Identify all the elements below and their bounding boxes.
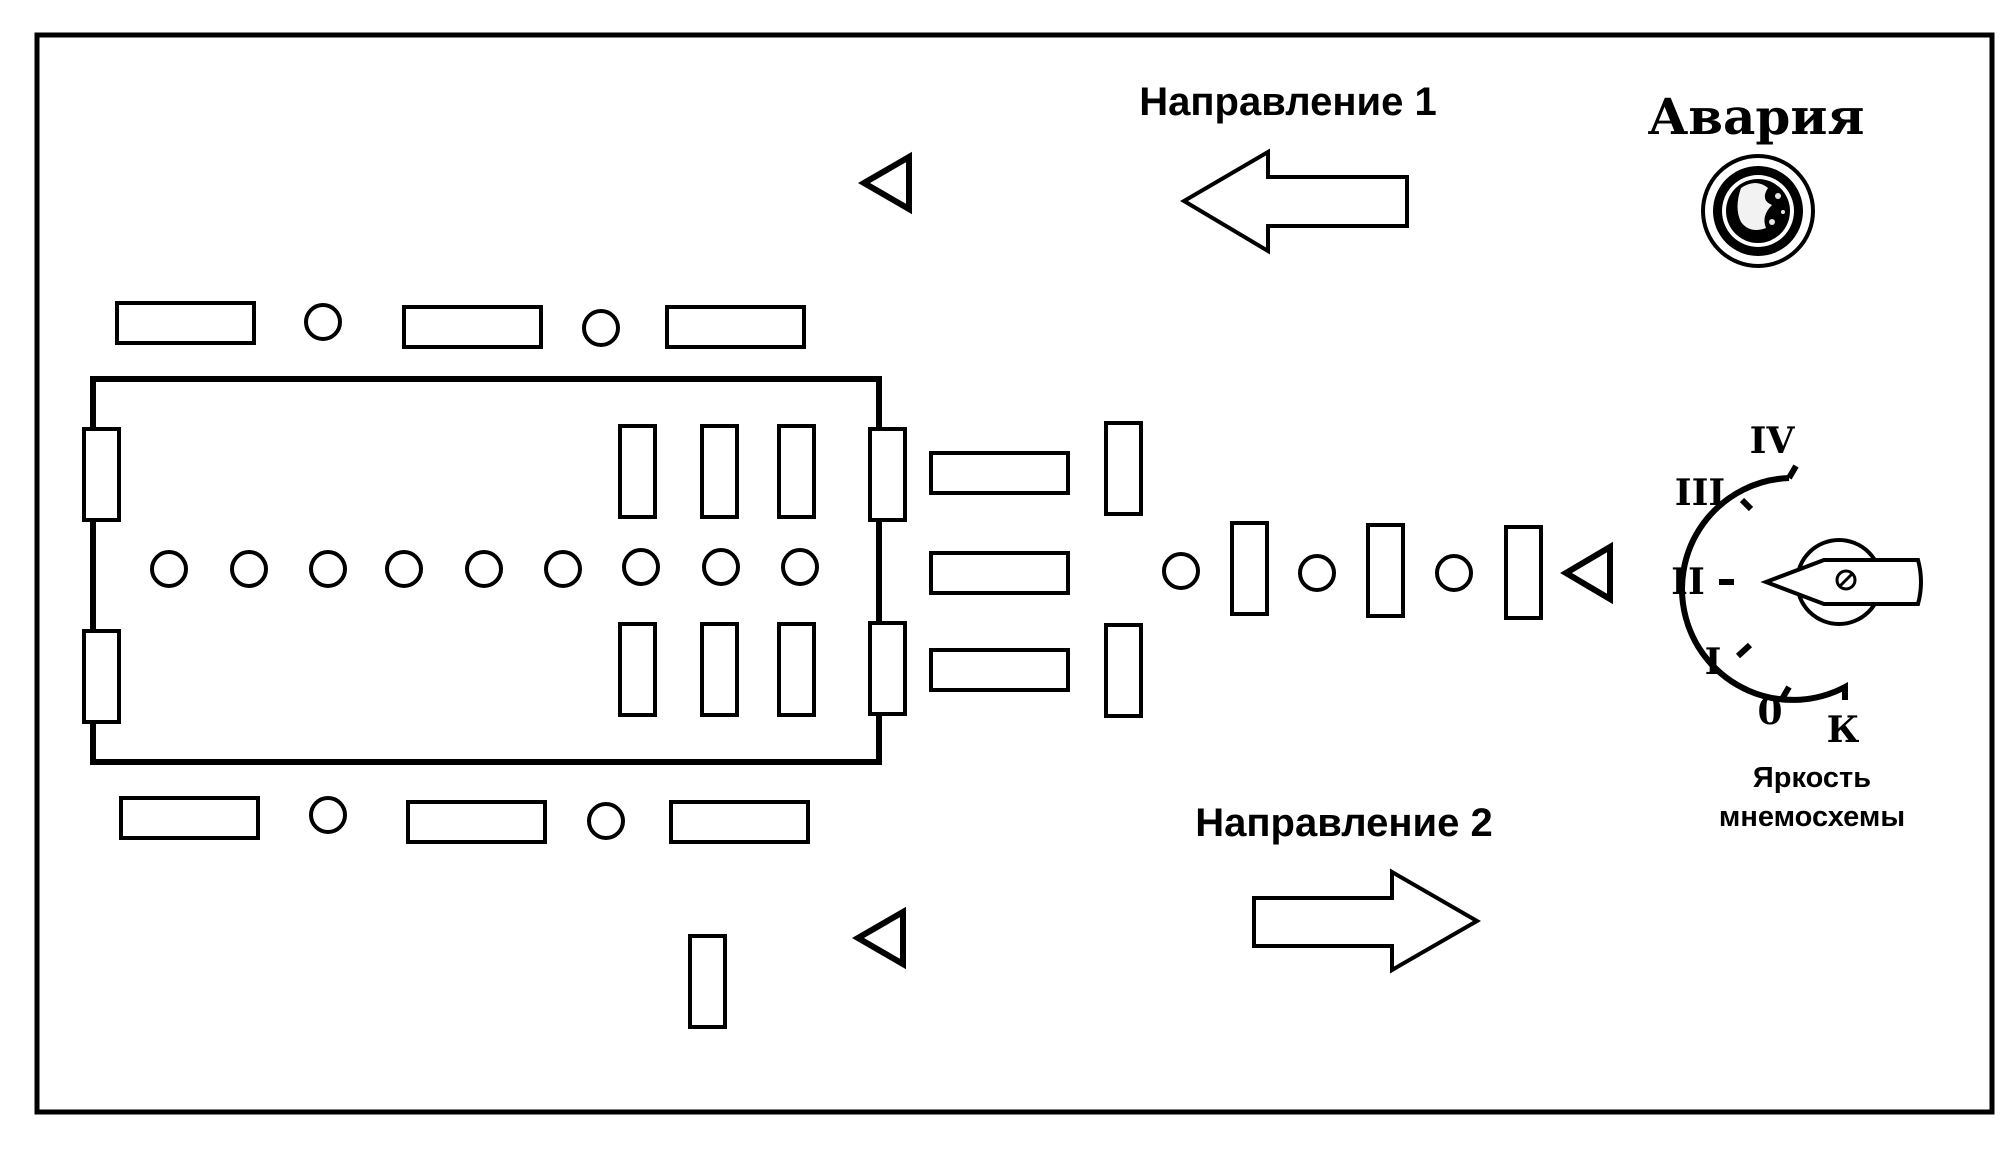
signal-lamp-icon	[622, 548, 660, 586]
signal-lamp-icon	[309, 796, 347, 834]
station-end-track	[82, 629, 121, 724]
track-segment	[929, 451, 1070, 495]
direction-2-arrow-icon	[1252, 868, 1482, 974]
signal-lamp-icon	[150, 550, 188, 588]
track-segment	[669, 800, 810, 844]
signal-triangle-icon-bottom	[852, 906, 906, 970]
station-end-track	[868, 427, 907, 522]
signal-lamp-icon	[1298, 554, 1336, 592]
track-segment	[665, 305, 806, 349]
station-end-track	[82, 427, 121, 522]
signal-lamp-icon	[385, 550, 423, 588]
track-indicator	[1366, 523, 1405, 618]
switch-indicator	[777, 424, 816, 519]
track-indicator	[1504, 525, 1543, 620]
signal-lamp-icon	[230, 550, 268, 588]
track-segment	[402, 305, 543, 349]
signal-lamp-icon	[582, 309, 620, 347]
switch-indicator	[777, 622, 816, 717]
signal-lamp-icon	[1162, 552, 1200, 590]
switch-indicator	[700, 424, 739, 519]
switch-indicator	[700, 622, 739, 717]
track-segment	[119, 796, 260, 840]
track-segment	[929, 551, 1070, 595]
track-indicator	[1104, 623, 1143, 718]
direction-1-label: Направление 1	[1139, 80, 1437, 124]
signal-lamp-icon	[544, 550, 582, 588]
track-segment	[115, 301, 256, 345]
lower-track-row	[119, 796, 810, 1029]
alarm-lamp-icon[interactable]	[1701, 154, 1815, 268]
signal-lamp-icon	[781, 548, 819, 586]
station-end-track	[868, 621, 907, 716]
brightness-position-0: 0	[1757, 691, 1782, 733]
track-segment	[929, 648, 1070, 692]
direction-1-arrow-icon	[1180, 148, 1409, 255]
switch-scale-arc	[1679, 475, 1848, 703]
brightness-position-I: I	[1705, 641, 1722, 683]
brightness-label-line2: мнемосхемы	[1719, 801, 1905, 833]
switch-indicator	[618, 424, 657, 519]
signal-lamp-icon	[304, 303, 342, 341]
track-indicator	[1104, 421, 1143, 516]
track-indicator	[1230, 521, 1269, 616]
brightness-position-IV: IV	[1750, 420, 1796, 462]
alarm-label: Авария	[1648, 87, 1865, 146]
brightness-switch[interactable]: К 0 I II III IV	[1671, 420, 1923, 751]
approach-tracks	[929, 421, 1543, 718]
brightness-label-line1: Яркость	[1753, 762, 1871, 794]
track-segment	[406, 800, 547, 844]
panel-border	[34, 32, 1995, 1115]
brightness-knob-icon[interactable]	[1760, 538, 1923, 626]
station-block	[82, 376, 907, 765]
signal-lamp-icon	[1435, 554, 1473, 592]
signal-triangle-icon-right	[1560, 541, 1613, 605]
signal-lamp-icon	[309, 550, 347, 588]
upper-track-row	[115, 301, 806, 349]
track-indicator	[688, 934, 727, 1029]
switch-indicator	[618, 622, 657, 717]
station-outline	[90, 376, 882, 765]
brightness-position-K: К	[1827, 709, 1860, 751]
signal-lamp-icon	[587, 802, 625, 840]
signal-lamp-icon	[465, 550, 503, 588]
signal-lamp-icon	[702, 548, 740, 586]
brightness-position-II: II	[1671, 561, 1705, 603]
brightness-position-III: III	[1675, 472, 1726, 514]
direction-2-label: Направление 2	[1195, 801, 1493, 845]
signal-triangle-icon-top	[858, 151, 912, 215]
